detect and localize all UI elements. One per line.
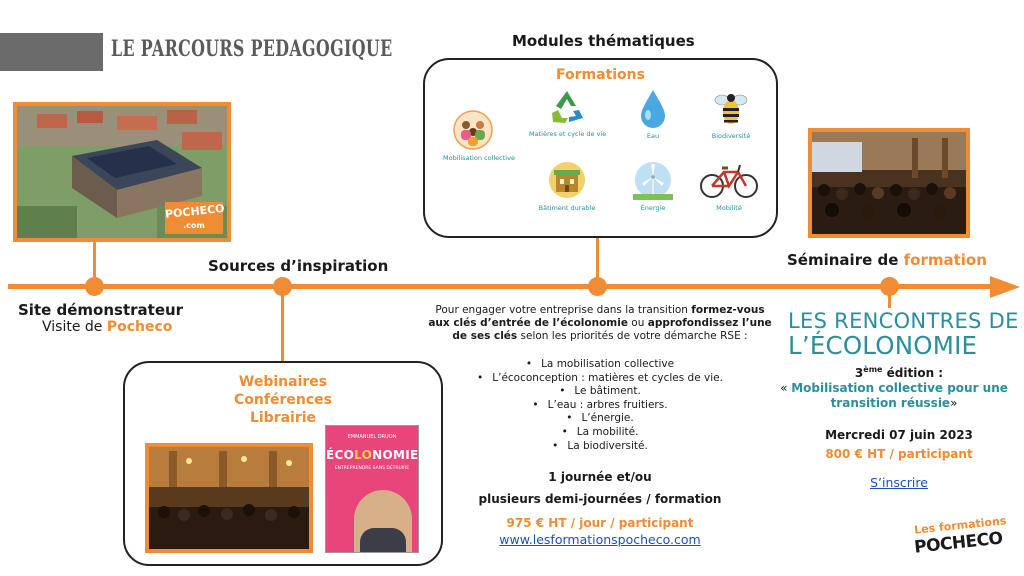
modules-heading: Modules thématiques	[512, 32, 695, 50]
sources-box: Webinaires Conférences Librairie EMMANUE…	[123, 361, 443, 566]
book-title-part-1: ÉCO	[326, 448, 354, 462]
site-visit-prefix: Visite de	[42, 319, 107, 335]
title-accent-bar	[0, 33, 103, 71]
pocheco-logo-badge: POCHECO .com	[165, 202, 223, 234]
module-mobilite[interactable]: Mobilité	[697, 160, 761, 212]
seminar-edition-sup: ème	[863, 365, 882, 374]
seminar-edition-number: 3	[855, 366, 863, 380]
rencontres-brand-line-1: LES RENCONTRES DE	[788, 309, 1019, 333]
bullet-item: L’énergie.	[438, 412, 762, 426]
book-title-part-3: NOMIE	[372, 448, 418, 462]
modules-intro-part-3: selon les priorités de votre démarche RS…	[517, 330, 747, 342]
module-eau[interactable]: Eau	[633, 88, 673, 140]
book-author: EMMANUEL DRUON	[326, 434, 418, 440]
bullet-item: Le bâtiment.	[438, 385, 762, 399]
seminar-theme-text: Mobilisation collective pour une transit…	[791, 381, 1008, 410]
modules-duration-1: 1 journée et/ou	[438, 470, 762, 484]
module-matieres[interactable]: Matières et cycle de vie	[529, 88, 605, 138]
people-circle-icon	[453, 110, 493, 150]
bullet-item: La biodiversité.	[438, 440, 762, 454]
seminar-price: 800 € HT / participant	[808, 447, 990, 461]
module-mobilisation[interactable]: Mobilisation collective	[443, 110, 503, 162]
bullet-item: La mobilité.	[438, 426, 762, 440]
module-label-batiment: Bâtiment durable	[529, 204, 605, 212]
timeline-arrowhead	[990, 276, 1020, 298]
sources-line-2: Conférences	[125, 391, 441, 409]
book-subtitle: ENTREPRENDRE SANS DÉTRUIRE	[326, 466, 418, 471]
seminar-edition: 3ème édition :	[808, 365, 990, 380]
book-title: ÉCOLONOMIE	[326, 448, 418, 462]
site-visit-name: Pocheco	[107, 319, 173, 335]
seminar-theme-open: «	[780, 381, 791, 395]
rencontres-brand-line-2: L’ÉCOLONOMIE	[788, 331, 977, 360]
bicycle-icon	[698, 160, 760, 200]
site-title: Site démonstrateur	[18, 301, 183, 319]
factory-aerial-photo: POCHECO .com	[13, 102, 231, 242]
modules-intro-part-2: ou	[628, 317, 648, 329]
module-energie[interactable]: Énergie	[628, 160, 678, 212]
seminar-audience-photo	[808, 128, 970, 238]
seminar-title-accent: formation	[904, 251, 987, 269]
timeline-stem-seminar	[888, 294, 891, 308]
modules-box: Formations Mobilisation collective Matiè…	[423, 58, 778, 238]
les-formations-pocheco-logo: Les formations POCHECO	[914, 518, 1024, 574]
bee-icon	[713, 88, 749, 128]
timeline-dot-modules	[588, 277, 607, 296]
timeline-line	[8, 284, 993, 289]
timeline-dot-site	[85, 277, 104, 296]
seminar-date: Mercredi 07 juin 2023	[808, 428, 990, 442]
site-visit-line: Visite de Pocheco	[42, 319, 172, 335]
seminar-theme: « Mobilisation collective pour une trans…	[778, 381, 1010, 411]
module-label-eau: Eau	[633, 132, 673, 140]
ecolonomie-book-cover: EMMANUEL DRUON ÉCOLONOMIE ENTREPRENDRE S…	[325, 425, 419, 553]
seminar-audience-illustration	[812, 132, 966, 234]
green-building-icon	[547, 160, 587, 200]
bullet-item: L’écoconception : matières et cycles de …	[438, 372, 762, 386]
seminar-register-link[interactable]: S’inscrire	[808, 475, 990, 490]
modules-duration-2: plusieurs demi-journées / formation	[438, 492, 762, 506]
modules-box-title: Formations	[425, 67, 776, 83]
book-title-part-2: LO	[354, 448, 372, 462]
modules-bullet-list: La mobilisation collective L’écoconcepti…	[438, 358, 762, 453]
water-drop-icon	[638, 88, 668, 128]
recycle-icon	[547, 88, 587, 126]
sources-title: Sources d’inspiration	[208, 257, 388, 275]
module-label-mobilisation: Mobilisation collective	[443, 154, 503, 162]
modules-intro: Pour engager votre entreprise dans la tr…	[428, 304, 772, 343]
module-label-matieres: Matières et cycle de vie	[529, 130, 605, 138]
seminar-theme-close: »	[950, 396, 957, 410]
timeline-stem-sources	[281, 294, 284, 362]
module-biodiversite[interactable]: Biodiversité	[701, 88, 761, 140]
module-label-energie: Énergie	[628, 204, 678, 212]
sources-line-1: Webinaires	[125, 373, 441, 391]
seminar-title: Séminaire de formation	[787, 251, 987, 269]
author-portrait-jacket	[360, 528, 406, 552]
modules-price: 975 € HT / jour / participant	[438, 516, 762, 530]
formations-website-link[interactable]: www.lesformationspocheco.com	[438, 532, 762, 547]
conference-hall-photo	[145, 443, 313, 553]
module-label-mobilite: Mobilité	[697, 204, 761, 212]
module-label-biodiversite: Biodiversité	[701, 132, 761, 140]
module-batiment[interactable]: Bâtiment durable	[529, 160, 605, 212]
wind-turbine-icon	[633, 160, 673, 200]
page-title: LE PARCOURS PEDAGOGIQUE	[111, 36, 393, 62]
modules-intro-part-1: Pour engager votre entreprise dans la tr…	[435, 304, 691, 316]
seminar-title-prefix: Séminaire de	[787, 251, 904, 269]
conference-hall-illustration	[149, 447, 309, 549]
seminar-edition-rest: édition :	[882, 366, 943, 380]
bullet-item: L’eau : arbres fruitiers.	[438, 399, 762, 413]
bullet-item: La mobilisation collective	[438, 358, 762, 372]
author-portrait	[354, 490, 412, 552]
